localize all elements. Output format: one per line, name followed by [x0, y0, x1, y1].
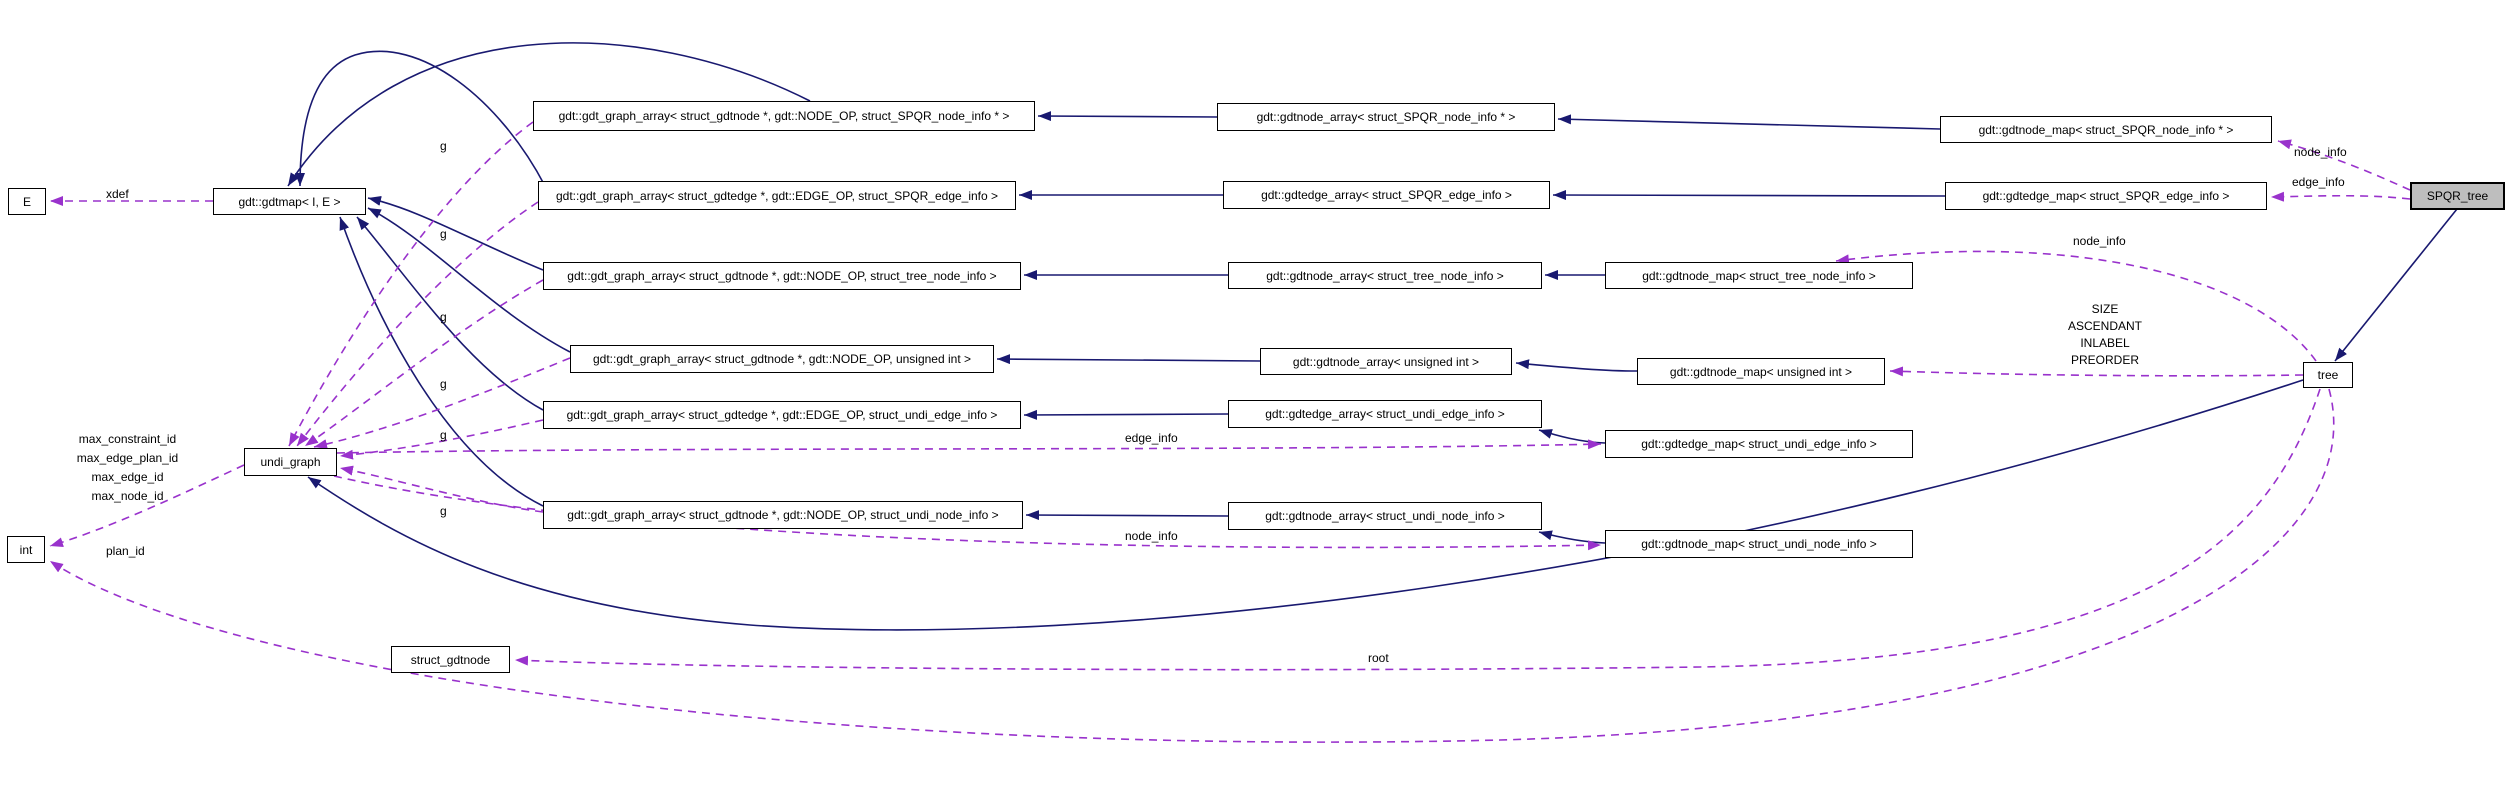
edge-label-tree-node-info: node_info: [2073, 234, 2126, 248]
class-node-tree[interactable]: tree: [2303, 362, 2353, 388]
class-node-gdtmap[interactable]: gdt::gdtmap< I, E >: [213, 188, 366, 215]
edge-root-to-struct-gdtnode: [514, 388, 2321, 671]
edge-spqrtree-node-info: [2277, 139, 2411, 191]
class-node-graph-array-spqr-edge[interactable]: gdt::gdt_graph_array< struct_gdtedge *, …: [538, 181, 1016, 210]
class-node-graph-array-undi-edge[interactable]: gdt::gdt_graph_array< struct_gdtedge *, …: [543, 401, 1021, 429]
edge-em-spqr-to-ea-spqr: [1552, 190, 1946, 201]
edge-tree-node-info: [1835, 250, 2317, 362]
class-node-node-map-spqr[interactable]: gdt::gdtnode_map< struct_SPQR_node_info …: [1940, 116, 2272, 143]
edge-ga-undi-edge-to-gdtmap: [356, 216, 544, 411]
edge-label-root: root: [1368, 651, 1389, 665]
edge-ga-spqr-edge-to-gdtmap: [295, 50, 546, 187]
edge-undi-edge-info: [336, 439, 1602, 454]
edge-nm-uint-to-na-uint: [1515, 359, 1638, 372]
edge-ga-tree-node-g: [304, 279, 544, 447]
class-node-edge-map-undi[interactable]: gdt::gdtedge_map< struct_undi_edge_info …: [1605, 430, 1913, 458]
edge-label-g2: g: [440, 227, 447, 241]
edge-tree-uint-members: [1889, 366, 2304, 377]
edge-ga-spqr-edge-g: [296, 201, 539, 447]
class-node-edge-map-spqr[interactable]: gdt::gdtedge_map< struct_SPQR_edge_info …: [1945, 182, 2267, 210]
edge-label-g3: g: [440, 310, 447, 324]
edge-label-undi-node-info: node_info: [1125, 529, 1178, 543]
edge-label-plan-id: plan_id: [106, 544, 145, 558]
edge-em-undi-to-ea-undi: [1538, 429, 1606, 444]
class-node-graph-array-spqr-node[interactable]: gdt::gdt_graph_array< struct_gdtnode *, …: [533, 101, 1035, 131]
class-node-node-array-uint[interactable]: gdt::gdtnode_array< unsigned int >: [1260, 348, 1512, 375]
edge-undi-node-info: [333, 475, 1602, 551]
edge-ea-undi-to-ga-undi-edge: [1023, 409, 1229, 420]
edge-label-g4: g: [440, 377, 447, 391]
edge-label-g5: g: [440, 428, 447, 442]
class-node-e[interactable]: E: [8, 188, 46, 215]
edge-ga-unsigned-g: [313, 357, 571, 450]
edge-ga-tree-node-to-gdtmap: [367, 196, 544, 271]
edge-spqrtree-edge-info: [2270, 191, 2411, 202]
edge-label-g1: g: [440, 139, 447, 153]
class-node-node-map-tree[interactable]: gdt::gdtnode_map< struct_tree_node_info …: [1605, 262, 1913, 289]
edge-ga-spqr-node-g: [288, 121, 534, 447]
class-node-node-array-tree[interactable]: gdt::gdtnode_array< struct_tree_node_inf…: [1228, 262, 1542, 289]
class-node-node-array-spqr[interactable]: gdt::gdtnode_array< struct_SPQR_node_inf…: [1217, 103, 1555, 131]
edge-ga-undi-node-to-gdtmap: [339, 216, 544, 507]
edge-spqrtree-to-tree: [2334, 208, 2458, 362]
edge-nm-undi-to-na-undi: [1538, 530, 1606, 544]
edge-label-spqr-node-info: node_info: [2294, 145, 2347, 159]
edge-ga-unsigned-to-gdtmap: [367, 207, 571, 353]
class-node-node-map-undi[interactable]: gdt::gdtnode_map< struct_undi_node_info …: [1605, 530, 1913, 558]
edge-label-g6: g: [440, 504, 447, 518]
edge-ga-spqr-node-to-gdtmap: [287, 42, 811, 187]
class-node-int[interactable]: int: [7, 536, 45, 563]
edge-na-spqr-to-ga-spqr-node: [1037, 111, 1218, 122]
class-node-graph-array-unsigned-int[interactable]: gdt::gdt_graph_array< struct_gdtnode *, …: [570, 345, 994, 373]
class-node-node-array-undi[interactable]: gdt::gdtnode_array< struct_undi_node_inf…: [1228, 502, 1542, 530]
edge-label-xdef: xdef: [106, 187, 129, 201]
edge-ga-undi-node-g: [339, 465, 544, 513]
edge-nm-spqr-to-na-spqr: [1557, 114, 1941, 130]
class-node-node-map-uint[interactable]: gdt::gdtnode_map< unsigned int >: [1637, 358, 1885, 385]
edge-label-spqr-edge-info: edge_info: [2292, 175, 2345, 189]
class-node-graph-array-undi-node[interactable]: gdt::gdt_graph_array< struct_gdtnode *, …: [543, 501, 1023, 529]
class-node-edge-array-undi[interactable]: gdt::gdtedge_array< struct_undi_edge_inf…: [1228, 400, 1542, 428]
edge-plan-id-to-int: [49, 388, 2335, 743]
edge-na-uint-to-ga-unsigned: [996, 354, 1261, 365]
class-node-spqr-tree-current: SPQR_tree: [2410, 182, 2505, 210]
edge-na-undi-to-ga-undi-node: [1025, 510, 1229, 521]
edge-label-undi-int-members: max_constraint_id max_edge_plan_id max_e…: [76, 432, 179, 503]
class-node-graph-array-tree-node[interactable]: gdt::gdt_graph_array< struct_gdtnode *, …: [543, 262, 1021, 290]
edge-tree-to-undi-graph: [307, 379, 2304, 631]
edge-label-undi-edge-info: edge_info: [1125, 431, 1178, 445]
class-node-edge-array-spqr[interactable]: gdt::gdtedge_array< struct_SPQR_edge_inf…: [1223, 181, 1550, 209]
class-node-struct-gdtnode[interactable]: struct_gdtnode: [391, 646, 510, 673]
class-node-undi-graph[interactable]: undi_graph: [244, 448, 337, 476]
edge-ga-undi-edge-g: [339, 419, 544, 460]
edge-undi-graph-to-int: [49, 464, 245, 548]
edge-label-tree-uint-members: SIZE ASCENDANT INLABEL PREORDER: [2067, 302, 2142, 367]
